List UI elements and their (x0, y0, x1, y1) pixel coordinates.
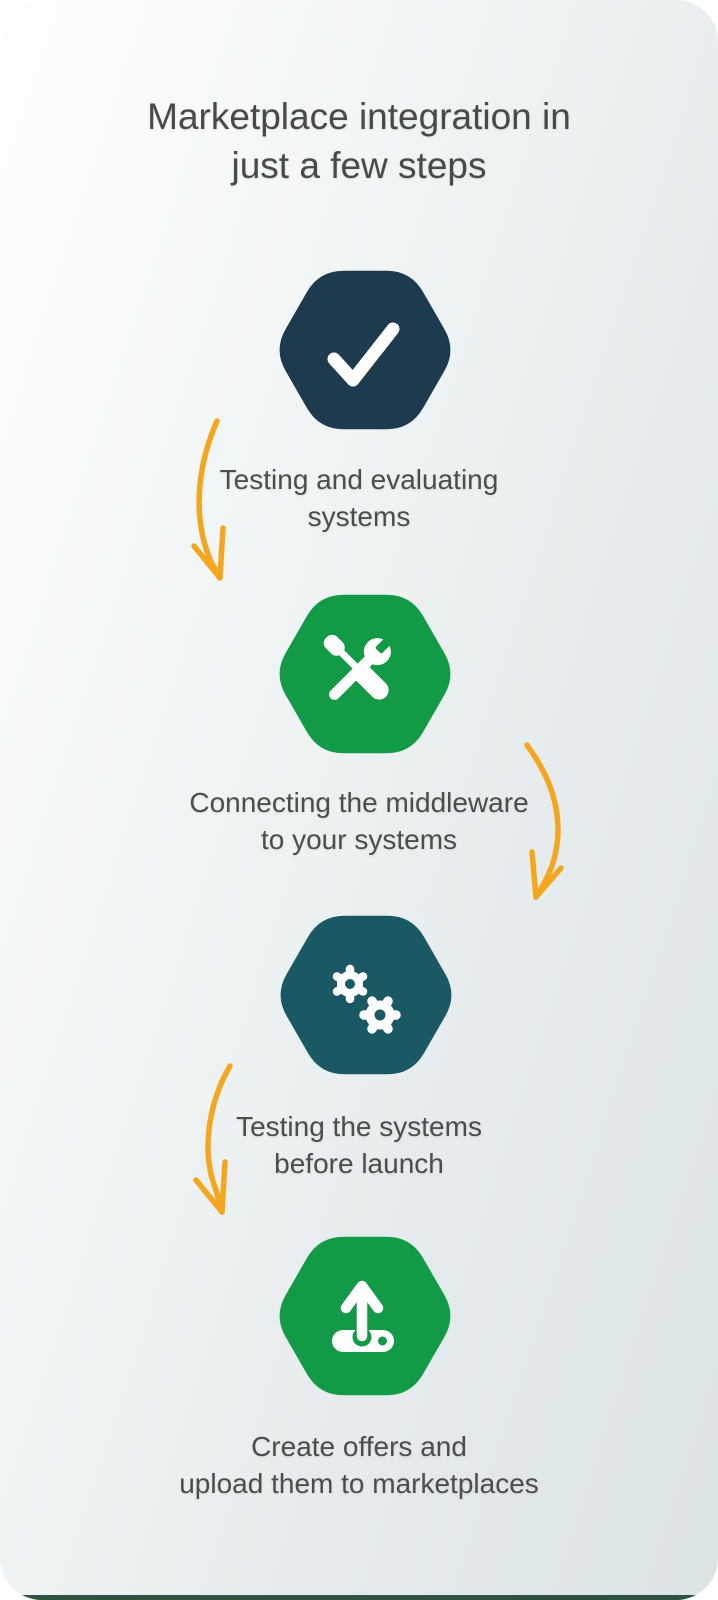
page-title-line-2: just a few steps (231, 145, 487, 186)
step-1-caption: Testing and evaluating systems (0, 461, 718, 535)
hexagon-body (279, 270, 451, 430)
step-2-caption: Connecting the middleware to your system… (0, 784, 718, 858)
step-3-caption: Testing the systems before launch (0, 1108, 718, 1182)
gears-icon (332, 964, 401, 1034)
step-2-hexagon (279, 594, 451, 754)
next-section-edge-strip (0, 1595, 718, 1600)
arrow-down-curve-right-icon (524, 742, 564, 900)
step-4-caption-line-1: Create offers and (251, 1431, 467, 1462)
tools-icon (323, 634, 395, 700)
arrow-down-curve-left-1-icon (191, 418, 226, 581)
page-title: Marketplace integration in just a few st… (0, 92, 718, 190)
step-2-caption-line-1: Connecting the middleware (189, 787, 529, 818)
step-3-hexagon (280, 915, 452, 1075)
arrow-down-curve-left-2-icon (193, 1063, 233, 1215)
step-4-hexagon (279, 1236, 451, 1396)
step-3-caption-line-1: Testing the systems (236, 1111, 482, 1142)
step-2-caption-line-2: to your systems (260, 824, 458, 855)
step-4-caption-line-2: upload them to marketplaces (179, 1468, 539, 1499)
upload-icon (332, 1280, 394, 1352)
step-1-caption-line-2: systems (307, 501, 411, 532)
check-icon (327, 322, 400, 387)
page-title-line-1: Marketplace integration in (147, 96, 571, 137)
step-4-caption: Create offers and upload them to marketp… (0, 1428, 718, 1502)
step-1-caption-line-1: Testing and evaluating (219, 464, 499, 495)
step-3-caption-line-2: before launch (274, 1148, 444, 1179)
step-1-hexagon (279, 270, 451, 430)
hexagon-body (280, 915, 452, 1075)
